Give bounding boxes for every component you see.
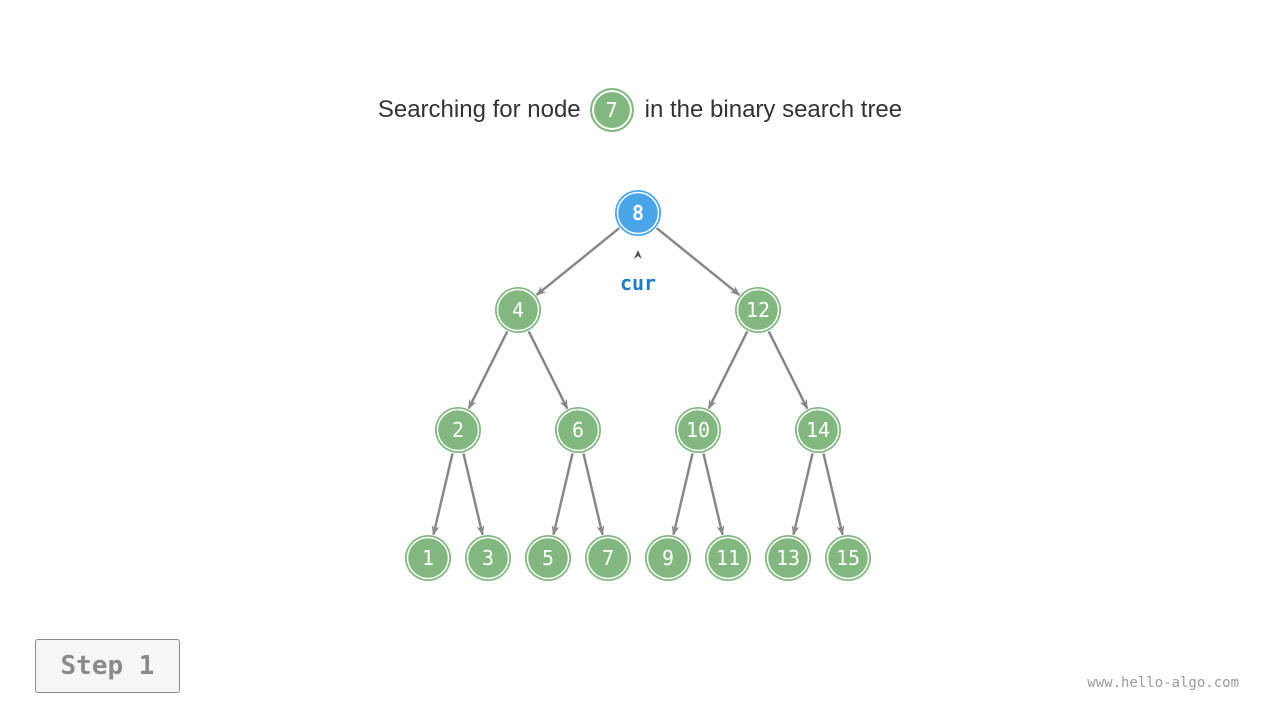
tree-node-9: 9 [645,535,691,581]
tree-node-label: 4 [512,298,524,322]
edge-6-to-5 [551,453,574,536]
title-suffix: in the binary search tree [644,96,903,123]
tree-node-11: 11 [705,535,751,581]
tree-node-10: 10 [675,407,721,453]
step-indicator: Step 1 [35,639,180,693]
edge-2-to-3 [462,453,485,536]
tree-node-label: 8 [632,201,644,225]
tree-node-1: 1 [405,535,451,581]
tree-node-8: 8 [615,190,661,236]
edge-8-to-4 [535,227,621,296]
tree-node-6: 6 [555,407,601,453]
tree-node-label: 7 [602,546,614,570]
edge-12-to-10 [707,330,749,410]
tree-node-label: 11 [716,546,740,570]
edge-4-to-2 [467,330,509,410]
tree-node-3: 3 [465,535,511,581]
tree-node-label: 15 [836,546,860,570]
tree-node-2: 2 [435,407,481,453]
tree-node-15: 15 [825,535,871,581]
cur-pointer-label: cur [620,271,656,295]
tree-node-7: 7 [585,535,631,581]
tree-node-5: 5 [525,535,571,581]
edge-12-to-14 [767,330,809,410]
target-node-badge: 7 [589,88,634,132]
tree-node-label: 10 [686,418,710,442]
tree-node-13: 13 [765,535,811,581]
edge-14-to-13 [791,453,814,536]
tree-node-label: 1 [422,546,434,570]
diagram-title: Searching for node 7 in the binary searc… [0,86,1280,134]
tree-node-label: 6 [572,418,584,442]
edge-2-to-1 [431,453,454,536]
cur-pointer-arrow [634,250,642,259]
edge-8-to-12 [655,227,741,296]
edge-10-to-11 [702,453,725,536]
tree-node-4: 4 [495,287,541,333]
site-watermark: www.hello-algo.com [1087,675,1239,691]
tree-node-label: 3 [482,546,494,570]
tree-node-label: 2 [452,418,464,442]
tree-node-label: 12 [746,298,770,322]
tree-edges [431,227,845,536]
tree-node-12: 12 [735,287,781,333]
edge-6-to-7 [582,453,605,536]
tree-node-label: 5 [542,546,554,570]
tree-node-14: 14 [795,407,841,453]
edge-14-to-15 [822,453,845,536]
title-prefix: Searching for node [377,96,581,123]
tree-node-label: 14 [806,418,830,442]
edge-4-to-6 [527,330,569,410]
cur-pointer: cur [620,250,656,295]
tree-node-label: 13 [776,546,800,570]
tree-node-label: 9 [662,546,674,570]
edge-10-to-9 [671,453,694,536]
